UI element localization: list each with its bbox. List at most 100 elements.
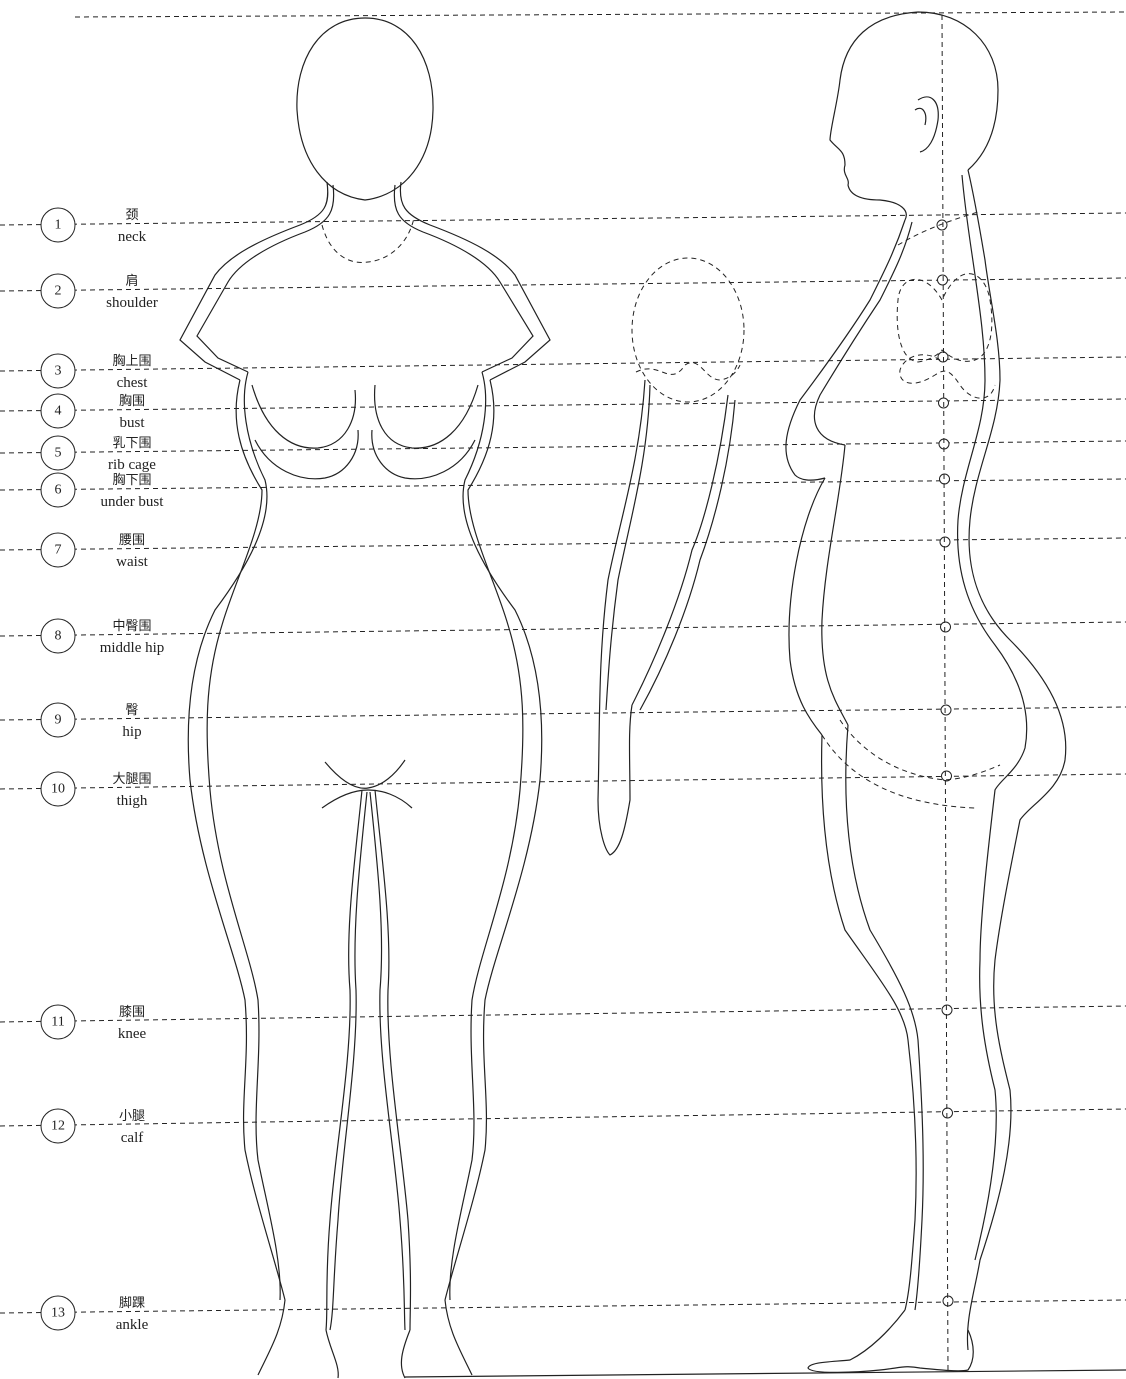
measurement-label-zh-12: 小腿 — [119, 1109, 145, 1124]
front-neck-shoulder-inner — [197, 185, 334, 372]
top-reference-line — [75, 12, 1126, 17]
front-underbust-right — [372, 430, 475, 479]
measurement-label-en-9: hip — [122, 724, 141, 740]
front-torso-left-outer — [188, 372, 285, 1300]
side-front-leg-inner — [846, 725, 923, 1310]
measurement-label-zh-2: 肩 — [125, 273, 138, 289]
measurement-label-en-6: under bust — [101, 494, 165, 510]
front-bust-left — [252, 385, 355, 448]
front-inner-leg-left-a — [326, 790, 362, 1330]
measurement-label-en-3: chest — [117, 375, 149, 391]
measurement-label-zh-9: 臀 — [125, 703, 138, 718]
side-head — [830, 12, 998, 220]
side-front-outer — [786, 220, 905, 480]
measurement-label-zh-11: 膝围 — [119, 1005, 145, 1020]
side-belly-inner — [822, 445, 848, 725]
measurement-label-zh-5: 乳下围 — [112, 436, 151, 451]
side-back-outer — [967, 170, 1065, 1350]
side-bust-outline — [897, 274, 992, 362]
measurement-label-en-4: bust — [119, 415, 145, 431]
measurement-label-en-2: shoulder — [106, 295, 158, 311]
front-foot-right — [401, 1300, 472, 1378]
measurement-label-zh-4: 胸围 — [119, 394, 145, 409]
measurement-line-9 — [0, 707, 1126, 720]
front-neck-shoulder-outer-r — [400, 182, 550, 380]
measurement-line-13 — [0, 1300, 1126, 1313]
measurement-line-4 — [0, 399, 1126, 411]
front-torso-right-inner — [450, 380, 523, 1300]
measurement-label-en-12: calf — [121, 1130, 143, 1146]
arm-inner-c — [640, 400, 735, 710]
measurement-labels: 1颈neck2肩shoulder3胸上围chest4胸围bust5乳下围rib … — [41, 208, 164, 1333]
measurement-label-en-5: rib cage — [108, 457, 156, 473]
front-inner-leg-right-a — [370, 792, 405, 1330]
arm-inner-a — [606, 385, 650, 710]
front-neck-base — [322, 218, 414, 263]
measurement-number-6: 6 — [55, 483, 62, 498]
side-foot — [808, 1310, 973, 1372]
measurement-line-2 — [0, 278, 1126, 291]
measurement-label-en-7: waist — [116, 554, 148, 570]
front-torso-left-inner — [207, 380, 280, 1300]
front-inner-leg-right-b — [375, 790, 411, 1330]
measurement-number-7: 7 — [55, 543, 62, 558]
measurement-label-zh-3: 胸上围 — [112, 354, 151, 369]
side-measure-marker-3 — [938, 352, 948, 362]
side-belly — [789, 478, 825, 735]
measurement-label-en-1: neck — [118, 229, 147, 245]
front-torso-right-outer — [445, 372, 542, 1300]
arm-shoulder-joint — [632, 258, 744, 402]
front-underbust-left — [255, 430, 358, 479]
measurement-label-zh-1: 颈 — [125, 208, 138, 223]
measurement-label-en-10: thigh — [117, 793, 148, 809]
measurement-label-en-13: ankle — [116, 1317, 149, 1333]
measurement-label-zh-6: 胸下围 — [112, 473, 151, 488]
measurement-line-8 — [0, 622, 1126, 636]
measurement-line-11 — [0, 1006, 1126, 1022]
measurement-label-zh-10: 大腿围 — [112, 772, 151, 787]
measurement-line-10 — [0, 774, 1126, 789]
arm-inner-b — [632, 395, 728, 705]
front-neck-shoulder-inner-r — [394, 185, 533, 372]
side-measure-marker-7 — [940, 537, 950, 547]
front-neck-shoulder-outer — [180, 182, 328, 380]
measurement-number-4: 4 — [55, 404, 62, 419]
front-head — [297, 18, 433, 200]
measurement-line-12 — [0, 1109, 1126, 1126]
measurement-label-zh-13: 脚踝 — [119, 1295, 145, 1311]
side-measure-marker-2 — [938, 275, 948, 285]
arm-armpit-curve — [636, 363, 740, 380]
measurement-number-3: 3 — [55, 364, 62, 379]
measurement-lines — [0, 213, 1126, 1313]
measurement-number-13: 13 — [51, 1306, 65, 1321]
arm-outer — [598, 380, 645, 855]
side-measure-marker-11 — [942, 1005, 952, 1015]
side-center-axis — [942, 15, 948, 1372]
side-ear — [915, 97, 938, 152]
measurement-label-en-8: middle hip — [100, 640, 165, 656]
measurement-label-zh-7: 腰围 — [119, 533, 145, 548]
measurement-line-6 — [0, 479, 1126, 490]
side-measure-marker-12 — [943, 1108, 953, 1118]
side-measure-marker-8 — [941, 622, 951, 632]
measurement-number-5: 5 — [55, 446, 62, 461]
arm-figure — [598, 258, 744, 855]
side-bust-lower — [900, 355, 995, 398]
ground-line — [405, 1370, 1126, 1377]
measurement-number-10: 10 — [51, 782, 65, 797]
measurement-number-8: 8 — [55, 629, 62, 644]
front-inner-leg-left-b — [330, 792, 367, 1330]
side-front-inner — [814, 222, 912, 445]
side-front-leg-outer — [822, 735, 917, 1310]
measurement-label-zh-8: 中臀围 — [112, 619, 151, 634]
side-measure-marker-9 — [941, 705, 951, 715]
side-figure — [786, 12, 1066, 1372]
measurement-number-2: 2 — [55, 284, 62, 299]
measurement-number-9: 9 — [55, 713, 62, 728]
measurement-number-12: 12 — [51, 1119, 65, 1134]
front-bust-right — [375, 385, 478, 448]
measurement-line-5 — [0, 441, 1126, 453]
measurement-number-11: 11 — [51, 1015, 64, 1030]
side-back-inner — [958, 175, 1027, 1260]
